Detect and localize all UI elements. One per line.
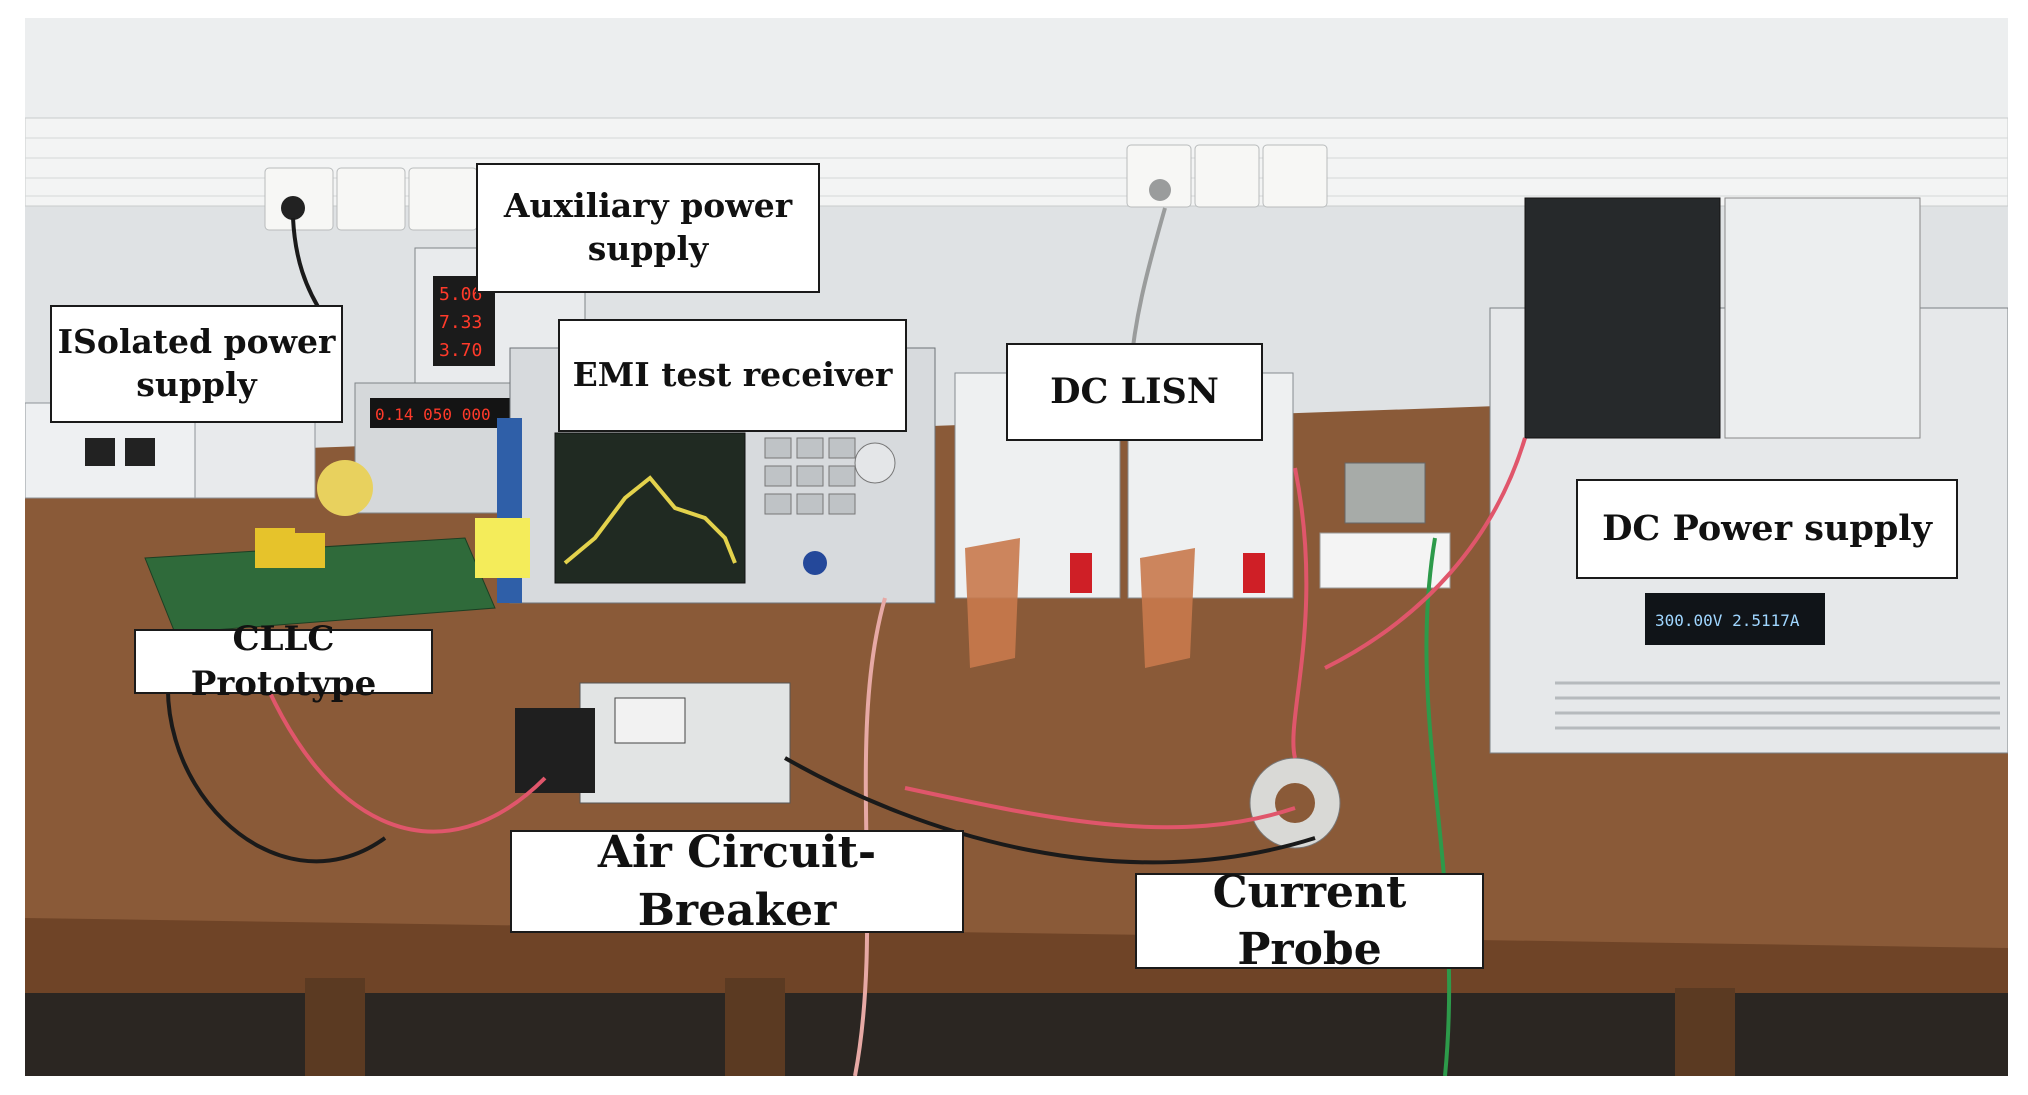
isolated-power-supply-label-line2: supply (136, 365, 257, 404)
wall-sockets-center (1126, 144, 1328, 208)
current-probe-label: Current Probe (1135, 867, 1484, 975)
aux-readout-1: 5.06 (439, 284, 482, 305)
aux-readout-3: 3.70 (439, 340, 482, 361)
isolated-power-supply-label-line1: ISolated power (57, 322, 336, 362)
dc-lisn-label: DC LISN (1006, 343, 1263, 441)
dc-power-supply-label: DC Power supply (1576, 479, 1958, 579)
current-probe-unit (1249, 757, 1341, 849)
emi-spectrum-trace (563, 475, 737, 565)
workbench-edge (25, 918, 2008, 1013)
auxiliary-power-supply-label-line2: supply (587, 229, 709, 268)
cables (166, 207, 1527, 1076)
air-circuit-breaker-unit (515, 682, 791, 804)
cllc-prototype-label: CLLC Prototype (134, 619, 433, 704)
cllc-prototype-board (144, 460, 530, 634)
emi-test-receiver-label: EMI test receiver (558, 319, 907, 432)
air-circuit-breaker-label: Air Circuit-Breaker (510, 827, 964, 936)
wall-upper (25, 18, 2008, 128)
wall-sockets-left (264, 167, 478, 231)
auxiliary-power-supply-label-line1: Auxiliary power (503, 186, 793, 226)
aux-readout-2: 7.33 (439, 312, 482, 333)
auxiliary-power-supply-label: Auxiliary power supply (476, 163, 820, 293)
isolated-power-supply-label: ISolated power supply (50, 305, 343, 423)
dc-supply-readout: 300.00V 2.5117A (1655, 611, 1800, 630)
isolated-readout: 0.14 050 000 (375, 405, 491, 424)
